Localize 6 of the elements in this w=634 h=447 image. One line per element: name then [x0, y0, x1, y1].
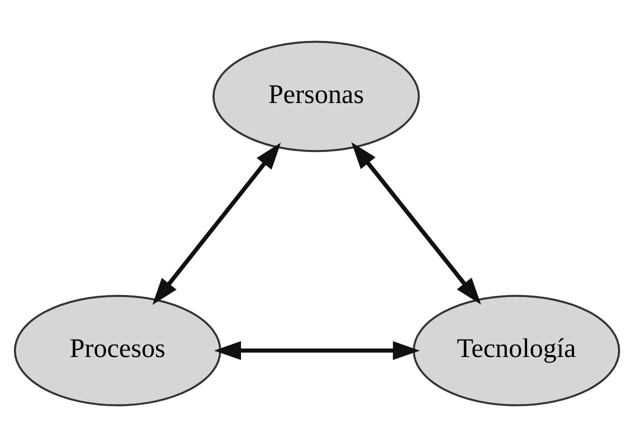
arrow: [152, 142, 281, 305]
node-ellipse: Personas: [212, 40, 420, 152]
node-ellipse: Procesos: [14, 294, 222, 406]
arrow: [214, 341, 420, 360]
node-ellipse: Tecnología: [412, 294, 620, 406]
arrow: [351, 142, 482, 305]
